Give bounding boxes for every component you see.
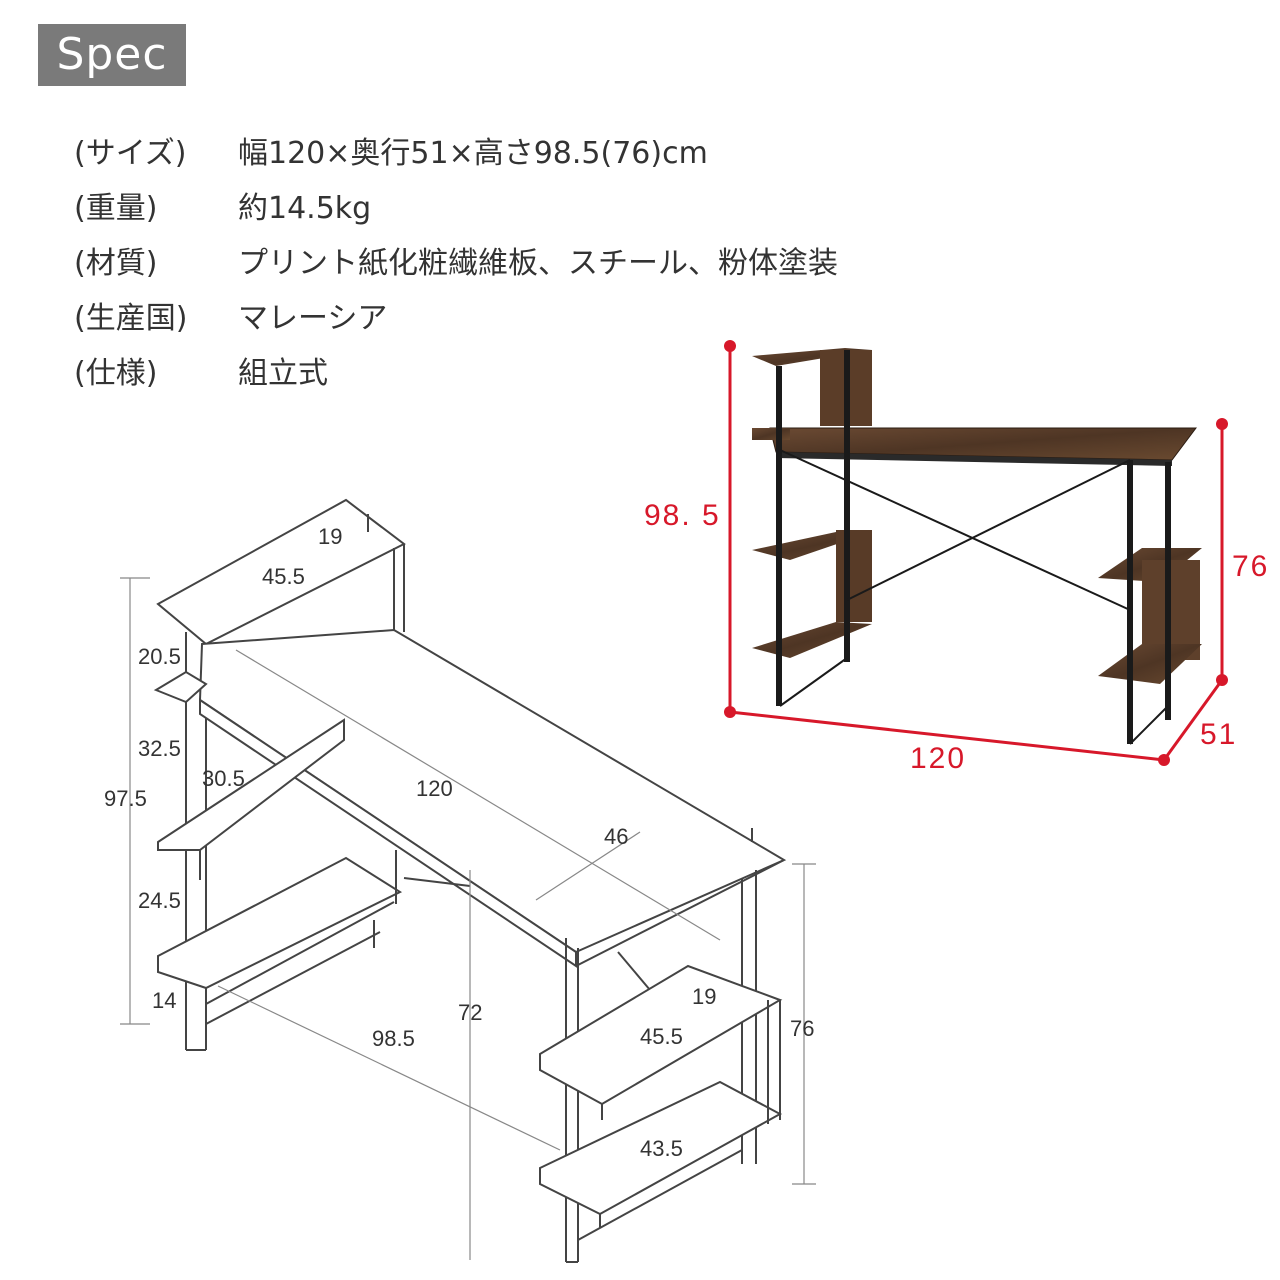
spec-label: (重量) (74, 191, 158, 226)
photo-height-total-label: 98. 5 (644, 499, 721, 532)
dim-shelf-inner: 30.5 (202, 766, 245, 791)
dim-right-shelf-depth: 19 (692, 984, 716, 1009)
photo-depth-label: 51 (1200, 718, 1237, 751)
dim-right-bottom-width: 43.5 (640, 1136, 683, 1161)
dim-gap-top: 20.5 (138, 644, 181, 669)
dim-top-shelf-width: 45.5 (262, 564, 305, 589)
photo-height-desk-label: 76 (1232, 550, 1269, 583)
dim-top-shelf-depth: 19 (318, 524, 342, 549)
line-drawing (153, 498, 787, 1263)
spec-value: マレーシア (238, 301, 388, 336)
spec-label: (サイズ) (74, 136, 187, 171)
dim-desk-width: 120 (416, 776, 453, 801)
drawing-dimension-lines (120, 577, 816, 1260)
right-bottom-shelf (1098, 644, 1202, 684)
photo-dimension-lines (724, 340, 1228, 766)
spec-value: プリント紙化粧繊維板、スチール、粉体塗装 (238, 246, 838, 281)
spec-badge: Spec (38, 24, 186, 86)
dim-gap-bottom: 14 (152, 988, 176, 1013)
dim-right-shelf-width: 45.5 (640, 1024, 683, 1049)
spec-value: 幅120×奥行51×高さ98.5(76)cm (238, 136, 708, 171)
dim-overall-height: 97.5 (104, 786, 147, 811)
spec-label: (仕様) (74, 356, 158, 391)
dim-gap-mid: 32.5 (138, 736, 181, 761)
desk-frame (776, 350, 1171, 744)
spec-value: 組立式 (238, 356, 328, 391)
spec-value: 約14.5kg (238, 191, 372, 226)
spec-label: (材質) (74, 246, 158, 281)
dim-desk-depth: 46 (604, 824, 628, 849)
left-shelf-panel (836, 530, 872, 622)
photo-width-label: 120 (910, 742, 966, 775)
dim-gap-low: 24.5 (138, 888, 181, 913)
dim-desk-length: 98.5 (372, 1026, 415, 1051)
left-bottom-shelf (752, 622, 872, 658)
dim-desk-height: 76 (790, 1016, 814, 1041)
dim-leg-height: 72 (458, 1000, 482, 1025)
spec-label: (生産国) (74, 301, 188, 336)
